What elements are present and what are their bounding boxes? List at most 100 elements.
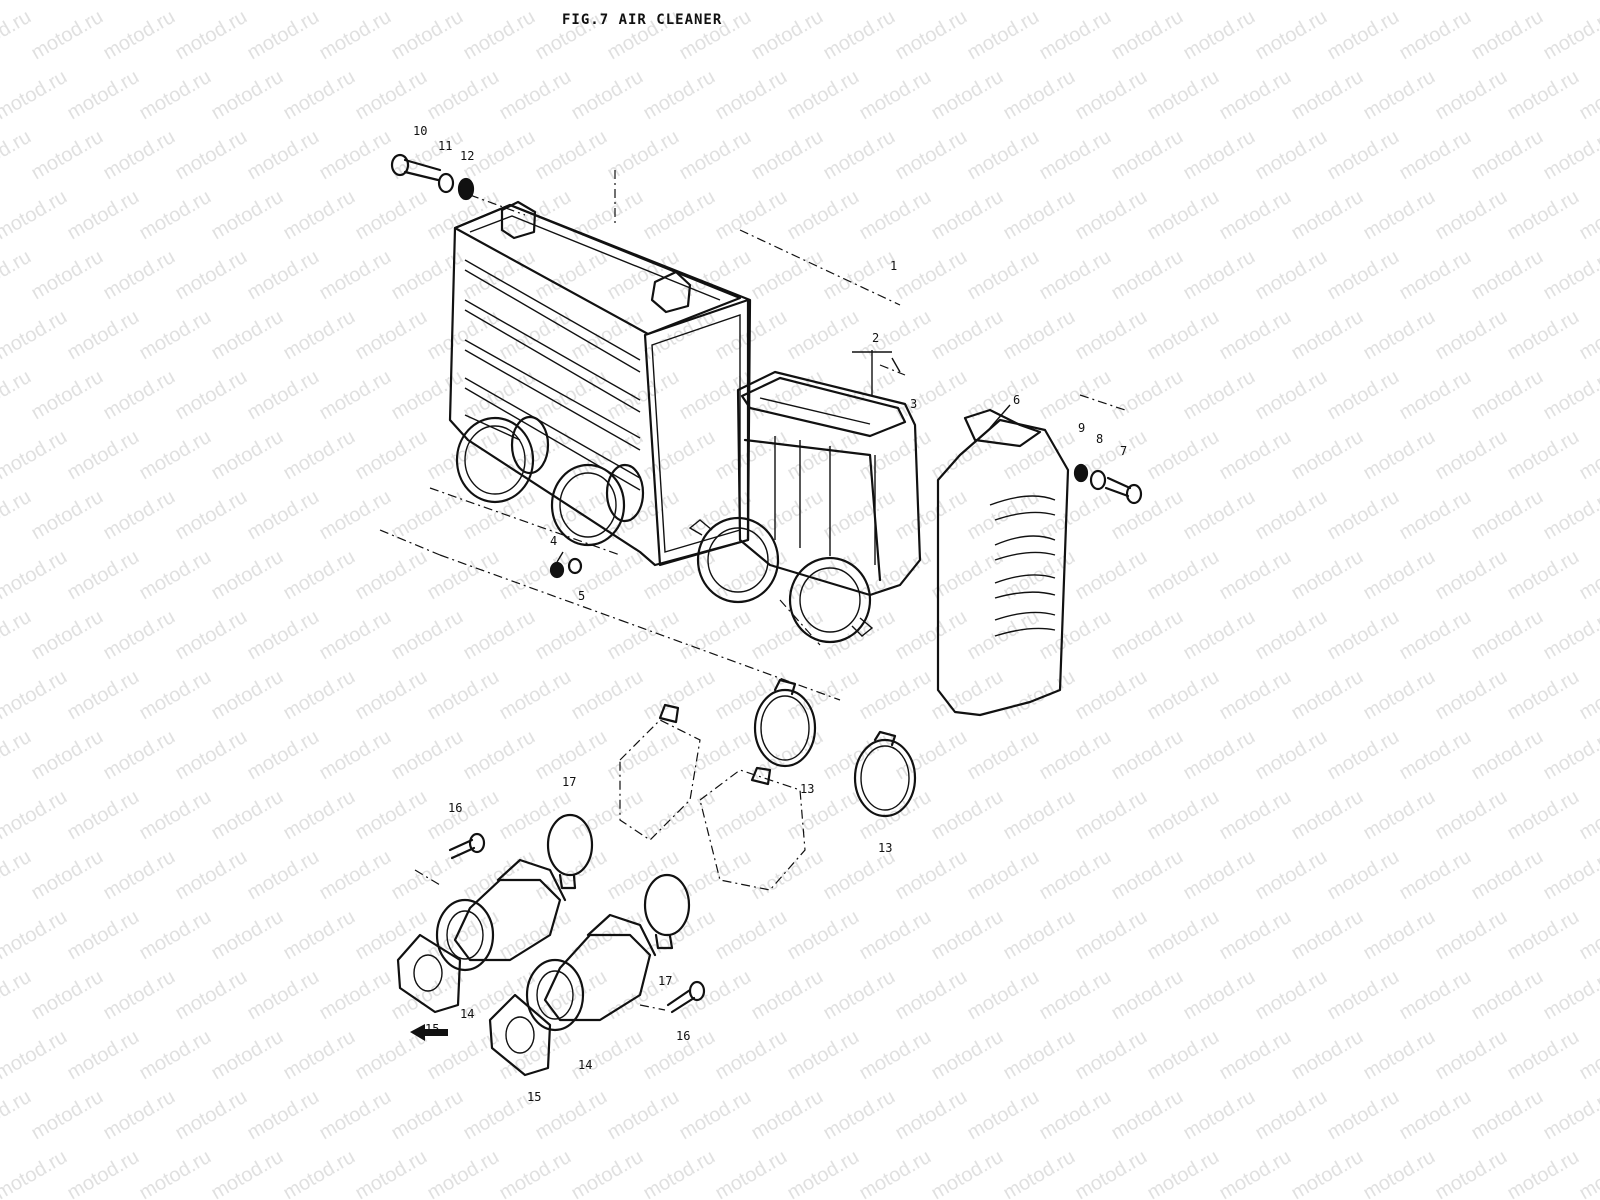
watermark-text: motod.ru: [1000, 306, 1079, 365]
watermark-text: motod.ru: [208, 306, 287, 365]
watermark-text: motod.ru: [1144, 1026, 1223, 1085]
watermark-text: motod.ru: [136, 666, 215, 725]
watermark-text: motod.ru: [352, 66, 431, 125]
watermark-text: motod.ru: [1540, 966, 1600, 1025]
watermark-text: motod.ru: [1288, 906, 1367, 965]
watermark-text: motod.ru: [28, 486, 107, 545]
watermark-text: motod.ru: [100, 486, 179, 545]
watermark-text: motod.ru: [100, 1086, 179, 1145]
watermark-text: motod.ru: [1108, 1086, 1187, 1145]
callout-17a: 17: [562, 775, 576, 789]
watermark-text: motod.ru: [1216, 0, 1295, 4]
watermark-text: motod.ru: [1036, 846, 1115, 905]
watermark-text: motod.ru: [1396, 1086, 1475, 1145]
watermark-text: motod.ru: [0, 426, 71, 485]
watermark-text: motod.ru: [532, 606, 611, 665]
watermark-text: motod.ru: [172, 6, 251, 65]
watermark-text: motod.ru: [640, 186, 719, 245]
watermark-text: motod.ru: [1540, 606, 1600, 665]
watermark-text: motod.ru: [1468, 126, 1547, 185]
watermark-text: motod.ru: [0, 666, 71, 725]
watermark-text: motod.ru: [1144, 306, 1223, 365]
watermark-text: motod.ru: [1468, 1086, 1547, 1145]
watermark-text: motod.ru: [0, 966, 35, 1025]
watermark-text: motod.ru: [172, 726, 251, 785]
watermark-text: motod.ru: [1180, 246, 1259, 305]
watermark-text: motod.ru: [820, 486, 899, 545]
watermark-text: motod.ru: [316, 966, 395, 1025]
watermark-text: motod.ru: [1216, 306, 1295, 365]
watermark-text: motod.ru: [1072, 786, 1151, 845]
watermark-text: motod.ru: [1288, 666, 1367, 725]
watermark-text: motod.ru: [1576, 906, 1600, 965]
watermark-text: motod.ru: [1252, 726, 1331, 785]
watermark-text: motod.ru: [388, 846, 467, 905]
watermark-text: motod.ru: [1000, 906, 1079, 965]
watermark-text: motod.ru: [1180, 846, 1259, 905]
watermark-text: motod.ru: [1576, 0, 1600, 4]
watermark-text: motod.ru: [0, 606, 35, 665]
watermark-text: motod.ru: [1072, 1146, 1151, 1200]
watermark-text: motod.ru: [1252, 366, 1331, 425]
watermark-text: motod.ru: [388, 1086, 467, 1145]
watermark-text: motod.ru: [1360, 1026, 1439, 1085]
screw-10: [390, 153, 442, 182]
watermark-text: motod.ru: [100, 366, 179, 425]
watermark-text: motod.ru: [424, 666, 503, 725]
watermark-text: motod.ru: [316, 1086, 395, 1145]
watermark-text: motod.ru: [1288, 786, 1367, 845]
watermark-text: motod.ru: [1504, 906, 1583, 965]
watermark-text: motod.ru: [172, 846, 251, 905]
screw-16-lower: [666, 980, 706, 1014]
watermark-text: motod.ru: [532, 486, 611, 545]
watermark-text: motod.ru: [280, 666, 359, 725]
watermark-text: motod.ru: [0, 0, 71, 4]
watermark-text: motod.ru: [892, 846, 971, 905]
watermark-text: motod.ru: [1432, 666, 1511, 725]
watermark-text: motod.ru: [1288, 0, 1367, 4]
callout-16b: 16: [676, 1029, 690, 1043]
watermark-text: motod.ru: [172, 126, 251, 185]
watermark-text: motod.ru: [928, 306, 1007, 365]
watermark-text: motod.ru: [1576, 186, 1600, 245]
washer-5: [567, 557, 583, 575]
callout-7: 7: [1120, 444, 1127, 458]
watermark-text: motod.ru: [1180, 966, 1259, 1025]
watermark-text: motod.ru: [1072, 0, 1151, 4]
watermark-text: motod.ru: [712, 0, 791, 4]
clamp-13-upper: [753, 678, 817, 768]
watermark-text: motod.ru: [1576, 786, 1600, 845]
watermark-text: motod.ru: [1504, 546, 1583, 605]
watermark-text: motod.ru: [568, 186, 647, 245]
watermark-text: motod.ru: [676, 966, 755, 1025]
watermark-text: motod.ru: [424, 786, 503, 845]
intake-pipe-14-lower: [525, 913, 657, 1032]
watermark-text: motod.ru: [784, 0, 863, 4]
watermark-text: motod.ru: [1576, 666, 1600, 725]
watermark-text: motod.ru: [1432, 786, 1511, 845]
watermark-text: motod.ru: [532, 246, 611, 305]
watermark-text: motod.ru: [928, 906, 1007, 965]
watermark-text: motod.ru: [1504, 426, 1583, 485]
watermark-text: motod.ru: [1468, 846, 1547, 905]
watermark-text: motod.ru: [208, 1146, 287, 1200]
leader-lines: [556, 350, 1011, 563]
watermark-text: motod.ru: [1144, 906, 1223, 965]
watermark-text: motod.ru: [1036, 366, 1115, 425]
watermark-text: motod.ru: [1432, 546, 1511, 605]
watermark-text: motod.ru: [1252, 6, 1331, 65]
watermark-text: motod.ru: [496, 786, 575, 845]
watermark-text: motod.ru: [1360, 0, 1439, 4]
air-cleaner-case: [448, 200, 752, 567]
watermark-text: motod.ru: [712, 1146, 791, 1200]
watermark-text: motod.ru: [928, 666, 1007, 725]
watermark-text: motod.ru: [136, 426, 215, 485]
watermark-text: motod.ru: [388, 486, 467, 545]
watermark-text: motod.ru: [0, 1146, 71, 1200]
watermark-text: motod.ru: [496, 66, 575, 125]
watermark-text: motod.ru: [100, 126, 179, 185]
clamp-17-upper: [546, 813, 594, 890]
watermark-text: motod.ru: [964, 606, 1043, 665]
watermark-text: motod.ru: [1468, 6, 1547, 65]
watermark-text: motod.ru: [28, 1086, 107, 1145]
